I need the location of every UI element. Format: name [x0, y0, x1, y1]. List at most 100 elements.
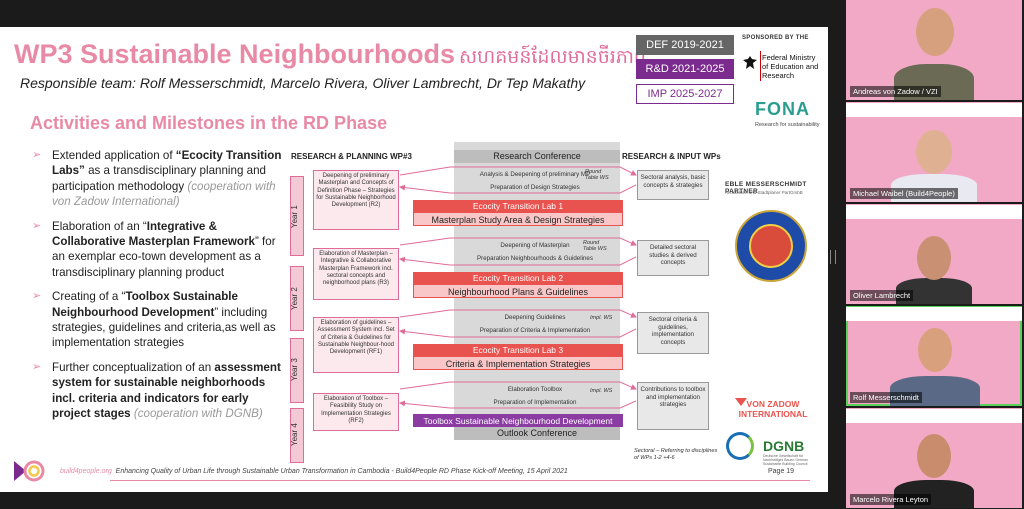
toolbox-bar: Toolbox Sustainable Neighbourhood Develo…	[413, 414, 623, 427]
slide-footer: build4people.org Enhancing Quality of Ur…	[60, 468, 568, 475]
phase-badge-imp: IMP 2025-2027	[636, 84, 734, 104]
flow-tag: Impl. WS	[590, 315, 613, 321]
participant-tile[interactable]: Marcelo Rivera Leyton	[846, 408, 1022, 508]
participant-tile-active-speaker[interactable]: Rolf Messerschmidt	[846, 306, 1022, 406]
dgnb-subtitle: Deutsche Gesellschaft für Nachhaltiges B…	[763, 454, 808, 466]
responsible-team: Responsible team: Rolf Messerschmidt, Ma…	[20, 75, 586, 91]
flow-text: Deepening Guidelines	[504, 314, 566, 321]
research-planning-box: Deepening of preliminary Masterplan and …	[313, 170, 399, 230]
participant-face	[916, 130, 952, 174]
lab-3-subtitle: Criteria & Implementation Strategies	[413, 356, 623, 370]
outlook-conference-bar: Outlook Conference	[454, 427, 620, 440]
bullet-arrow-icon: ➢	[32, 290, 42, 303]
research-planning-box: Elaboration of guidelines – Assessment S…	[313, 317, 399, 373]
year-4-label: Year 4	[290, 423, 299, 447]
year-3-label: Year 3	[290, 358, 299, 382]
flow-arrow	[399, 381, 637, 390]
ebp-subtitle: Architekten und Stadtplaner PartGmbB	[725, 190, 803, 195]
input-box: Sectoral criteria & guidelines, implemen…	[637, 312, 709, 354]
flow-text: Deepening of Masterplan	[500, 242, 570, 249]
bullet-arrow-icon: ➢	[32, 360, 42, 373]
slide-title-khmer: សហគមន៍ដែលមានចីរភាព	[459, 47, 646, 68]
university-seal-icon	[735, 210, 807, 282]
activity-bullets: ➢Extended application of “Ecocity Transi…	[32, 148, 284, 431]
flow-tag: Round Table WS	[583, 240, 607, 252]
year-2-box	[290, 266, 304, 331]
participant-face	[916, 8, 954, 56]
build4people-logo-icon	[14, 460, 45, 482]
flow-arrow	[399, 166, 637, 176]
dgnb-logo: DGNB	[763, 438, 805, 454]
bullet-item: ➢Extended application of “Ecocity Transi…	[32, 149, 282, 209]
participant-name: Michael Waibel (Build4People)	[850, 188, 958, 199]
bullet-item: ➢Elaboration of an “Integrative & Collab…	[32, 219, 276, 279]
participant-tile[interactable]: Michael Waibel (Build4People)	[846, 102, 1022, 202]
federal-eagle-icon	[743, 56, 757, 69]
year-2-label: Year 2	[290, 287, 299, 311]
flow-text: Preparation of Implementation	[493, 399, 577, 406]
participant-tile[interactable]: Oliver Lambrecht	[846, 204, 1022, 304]
von-zadow-mark-icon	[735, 398, 747, 406]
research-planning-box: Elaboration of Masterplan – Integrative …	[313, 248, 399, 300]
input-box: Detailed sectoral studies & derived conc…	[637, 240, 709, 276]
year-4-box	[290, 408, 304, 463]
phase-badge-rd: R&D 2021-2025	[636, 59, 734, 79]
bullet-arrow-icon: ➢	[32, 149, 42, 161]
flow-arrow	[399, 400, 637, 409]
flow-arrow	[399, 184, 637, 194]
bullet-item: ➢Creating of a “Toolbox Sustainable Neig…	[32, 290, 276, 350]
participant-face	[917, 434, 951, 478]
bullet-item: ➢Further conceptualization of an assessm…	[32, 360, 281, 421]
flow-tag: Impl. WS	[590, 388, 613, 394]
fona-logo: FONA	[755, 99, 810, 119]
sponsor-label: SPONSORED BY THE	[742, 35, 809, 41]
flow-tag: Round Table WS	[585, 169, 609, 181]
flow-arrow	[399, 237, 637, 246]
sponsor-ministry: Federal Ministry of Education and Resear…	[762, 53, 819, 80]
slide-thumbnail	[846, 205, 1022, 219]
lab-3-title: Ecocity Transition Lab 3	[413, 344, 623, 356]
flow-text: Elaboration Toolbox	[507, 386, 563, 393]
von-zadow-logo: VON ZADOW INTERNATIONAL	[738, 399, 808, 419]
sectoral-note: Sectoral – Referring to disciplines of W…	[634, 448, 718, 461]
flow-text: Analysis & Deepening of preliminary MP	[479, 171, 591, 178]
slide-thumbnail	[846, 409, 1022, 423]
flow-text: Preparation of Design Strategies	[490, 184, 580, 191]
flow-text: Preparation Neighbourhoods & Guidelines	[477, 255, 593, 262]
participant-face	[917, 236, 951, 280]
lab-2-subtitle: Neighbourhood Plans & Guidelines	[413, 284, 623, 298]
year-3-box	[290, 338, 304, 403]
participant-name: Oliver Lambrecht	[850, 290, 914, 301]
flow-arrow	[399, 309, 637, 318]
slide-thumbnail	[846, 103, 1022, 117]
dgnb-mark-icon	[726, 432, 754, 460]
section-title: Activities and Milestones in the RD Phas…	[30, 113, 388, 133]
ebp-logo: EBLE MESSERSCHMIDT PARTNER	[725, 181, 807, 195]
flow-arrow	[399, 256, 637, 266]
fona-subtitle: Research for sustainability	[755, 122, 820, 128]
input-box: Sectoral analysis, basic concepts & stra…	[637, 170, 709, 200]
participant-face	[918, 328, 952, 372]
flow-text: Preparation of Criteria & Implementation	[479, 327, 591, 334]
research-planning-box: Elaboration of Toolbox – Feasibility Stu…	[313, 393, 399, 431]
diagram-head-right: RESEARCH & INPUT WPs	[622, 152, 721, 161]
lab-1-subtitle: Masterplan Study Area & Design Strategie…	[413, 212, 623, 226]
bmbf-divider	[760, 51, 761, 81]
participant-name: Rolf Messerschmidt	[850, 392, 922, 403]
page-number: Page 19	[768, 468, 795, 475]
slide-thumbnail	[846, 307, 1022, 321]
diagram-arrows	[399, 166, 637, 409]
footer-divider	[110, 480, 810, 481]
research-conference-bar: Research Conference	[454, 150, 620, 163]
panel-resize-handle[interactable]	[830, 250, 836, 264]
participant-name: Andreas von Zadow / VZI	[850, 86, 941, 97]
participant-tile[interactable]: Andreas von Zadow / VZI	[846, 0, 1022, 100]
diagram-head-left: RESEARCH & PLANNING WP#3	[291, 152, 412, 161]
year-1-label: Year 1	[290, 205, 299, 229]
lab-1-title: Ecocity Transition Lab 1	[413, 200, 623, 212]
input-box: Contributions to toolbox and implementat…	[637, 382, 709, 430]
participant-name: Marcelo Rivera Leyton	[850, 494, 932, 505]
